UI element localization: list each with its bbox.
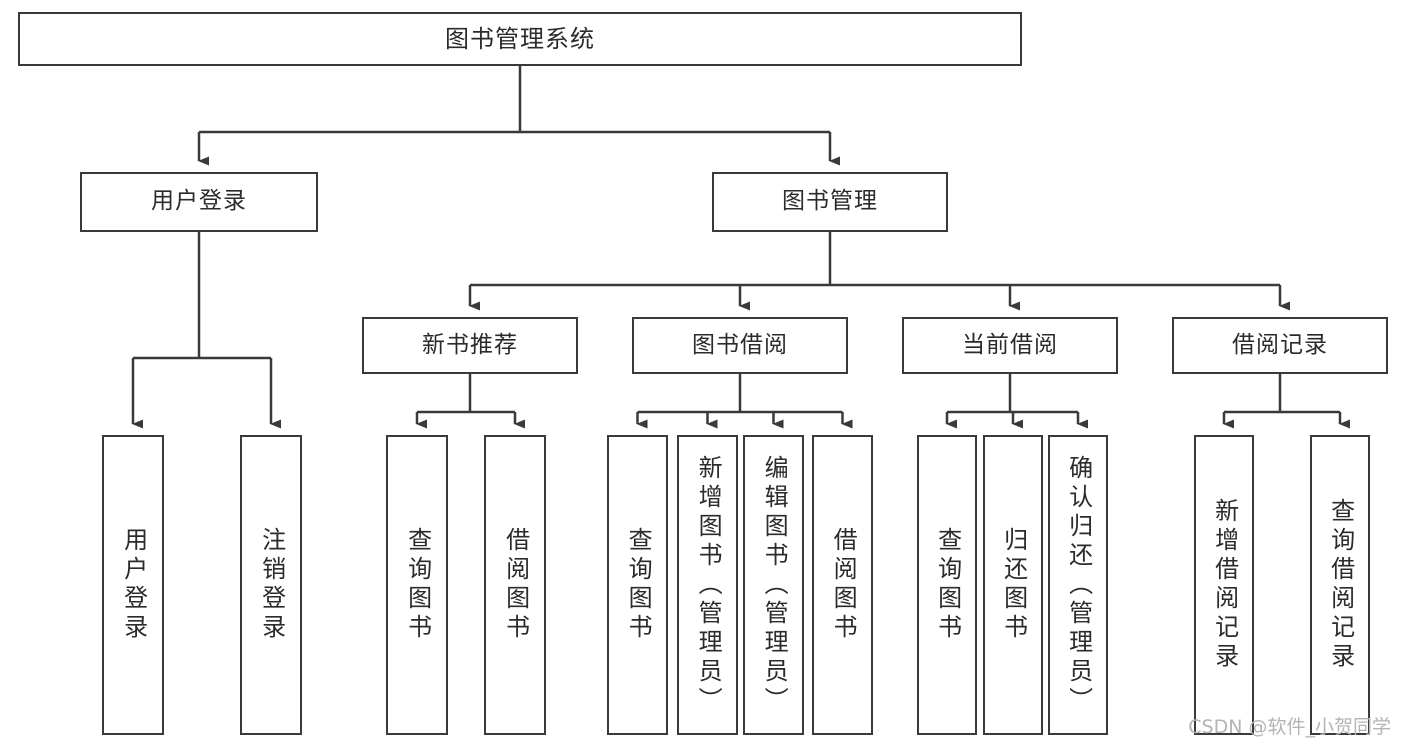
node-new-book-recommend[interactable]: 新书推荐 [362,317,578,374]
node-user-login[interactable]: 用户登录 [80,172,318,232]
node-label: 新增图书（管理员） [694,454,723,716]
node-book-management[interactable]: 图书管理 [712,172,948,232]
node-label: 借阅记录 [1232,331,1328,358]
leaf-add-book-admin[interactable]: 新增图书（管理员） [677,435,738,735]
node-label: 查询借阅记录 [1326,498,1355,672]
leaf-edit-book-admin[interactable]: 编辑图书（管理员） [743,435,804,735]
leaf-logout[interactable]: 注销登录 [240,435,302,735]
node-label: 注销登录 [257,527,286,643]
leaf-query-book-current[interactable]: 查询图书 [917,435,977,735]
node-label: 图书借阅 [692,331,788,358]
leaf-add-borrow-record[interactable]: 新增借阅记录 [1194,435,1254,735]
leaf-query-book-borrow[interactable]: 查询图书 [607,435,668,735]
node-label: 借阅图书 [501,527,530,643]
leaf-confirm-return-admin[interactable]: 确认归还（管理员） [1048,435,1108,735]
node-label: 借阅图书 [829,527,858,643]
node-label: 查询图书 [933,527,962,643]
leaf-user-login[interactable]: 用户登录 [102,435,164,735]
node-label: 新增借阅记录 [1210,498,1239,672]
node-label: 查询图书 [624,527,653,643]
leaf-query-borrow-record[interactable]: 查询借阅记录 [1310,435,1370,735]
node-borrow-record[interactable]: 借阅记录 [1172,317,1388,374]
leaf-return-book[interactable]: 归还图书 [983,435,1043,735]
leaf-query-book-recommend[interactable]: 查询图书 [386,435,448,735]
node-label: 图书管理系统 [445,24,595,53]
node-label: 编辑图书（管理员） [760,454,789,716]
node-label: 图书管理 [782,188,878,215]
node-label: 当前借阅 [962,331,1058,358]
node-label: 用户登录 [151,188,247,215]
node-label: 查询图书 [403,527,432,643]
node-label: 用户登录 [119,527,148,643]
node-label: 确认归还（管理员） [1064,454,1093,716]
node-current-borrow[interactable]: 当前借阅 [902,317,1118,374]
node-label: 新书推荐 [422,331,518,358]
leaf-borrow-book[interactable]: 借阅图书 [812,435,873,735]
node-label: 归还图书 [999,527,1028,643]
leaf-borrow-book-recommend[interactable]: 借阅图书 [484,435,546,735]
watermark: CSDN @软件_小贺同学 [1188,716,1391,738]
node-book-borrow[interactable]: 图书借阅 [632,317,848,374]
node-root[interactable]: 图书管理系统 [18,12,1022,66]
